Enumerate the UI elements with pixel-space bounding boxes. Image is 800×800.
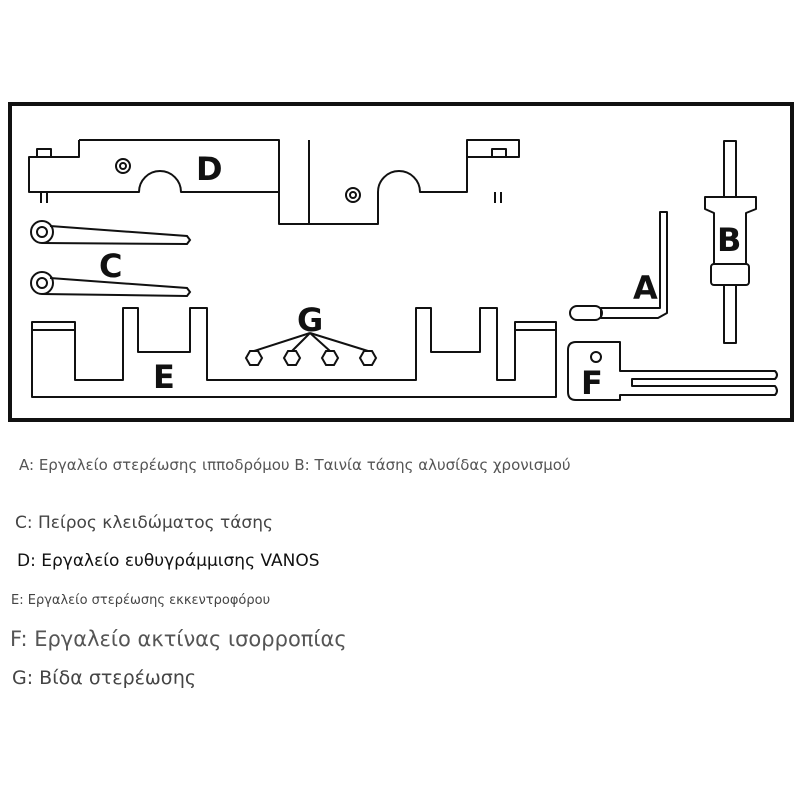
legend-line-c: C: Πείρος κλειδώματος τάσης: [15, 513, 273, 533]
tool-c-tension-pins: [30, 220, 192, 298]
label-b: B: [717, 221, 741, 259]
legend-line-g: G: Βίδα στερέωσης: [12, 667, 197, 689]
label-d: D: [196, 150, 223, 188]
label-a: A: [633, 269, 658, 307]
label-e: E: [153, 358, 175, 396]
tool-f-balance-shaft: [567, 341, 778, 401]
label-g: G: [297, 301, 323, 339]
tool-a-racetrack-fixer: [569, 211, 668, 321]
tool-b-chain-tensioner: [704, 140, 757, 344]
label-f: F: [581, 364, 603, 402]
tool-g-fixing-screws: [244, 332, 378, 366]
legend-line-a-b: A: Εργαλείο στερέωσης ιπποδρόμου B: Ταιν…: [19, 456, 571, 474]
tool-kit-diagram: D C G E A B F: [8, 102, 794, 422]
legend-line-d: D: Εργαλείο ευθυγράμμισης VANOS: [17, 551, 320, 571]
label-c: C: [99, 247, 122, 285]
legend-line-f: F: Εργαλείο ακτίνας ισορροπίας: [10, 627, 347, 651]
case-outline: [8, 102, 794, 422]
tool-e-camshaft-holder: [31, 307, 557, 398]
tool-d-vanos-alignment: [28, 139, 520, 225]
legend-line-e: E: Εργαλείο στερέωσης εκκεντροφόρου: [11, 593, 271, 608]
